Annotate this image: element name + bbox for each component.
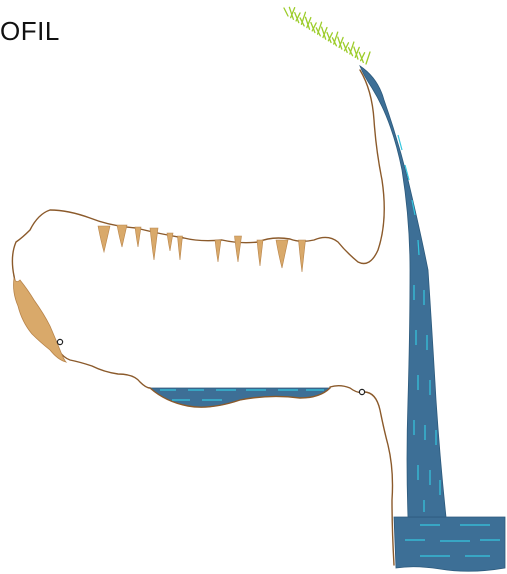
stalactite	[98, 226, 110, 252]
lake-right-passage	[330, 386, 394, 565]
grass-blade	[284, 8, 288, 16]
point-marker-left	[57, 339, 62, 344]
stalactite	[215, 240, 221, 262]
stalactite	[178, 236, 183, 260]
grass-cluster	[284, 7, 370, 64]
waterfall-stream	[360, 66, 446, 517]
underground-lake	[150, 388, 330, 407]
stalactite	[276, 240, 288, 268]
stalactite	[235, 236, 242, 262]
stalactite	[299, 240, 306, 272]
stalactite-row	[98, 225, 306, 272]
flowstone-formation	[14, 278, 67, 362]
resurgence-pool	[394, 517, 505, 571]
point-marker-right	[359, 389, 364, 394]
upper-cave-passage	[12, 70, 384, 276]
stalactite	[135, 227, 141, 247]
stalactite	[257, 240, 263, 266]
stalactite	[117, 225, 127, 247]
stalactite	[150, 228, 158, 260]
stalactite	[167, 233, 173, 251]
grass-blade	[366, 52, 370, 64]
